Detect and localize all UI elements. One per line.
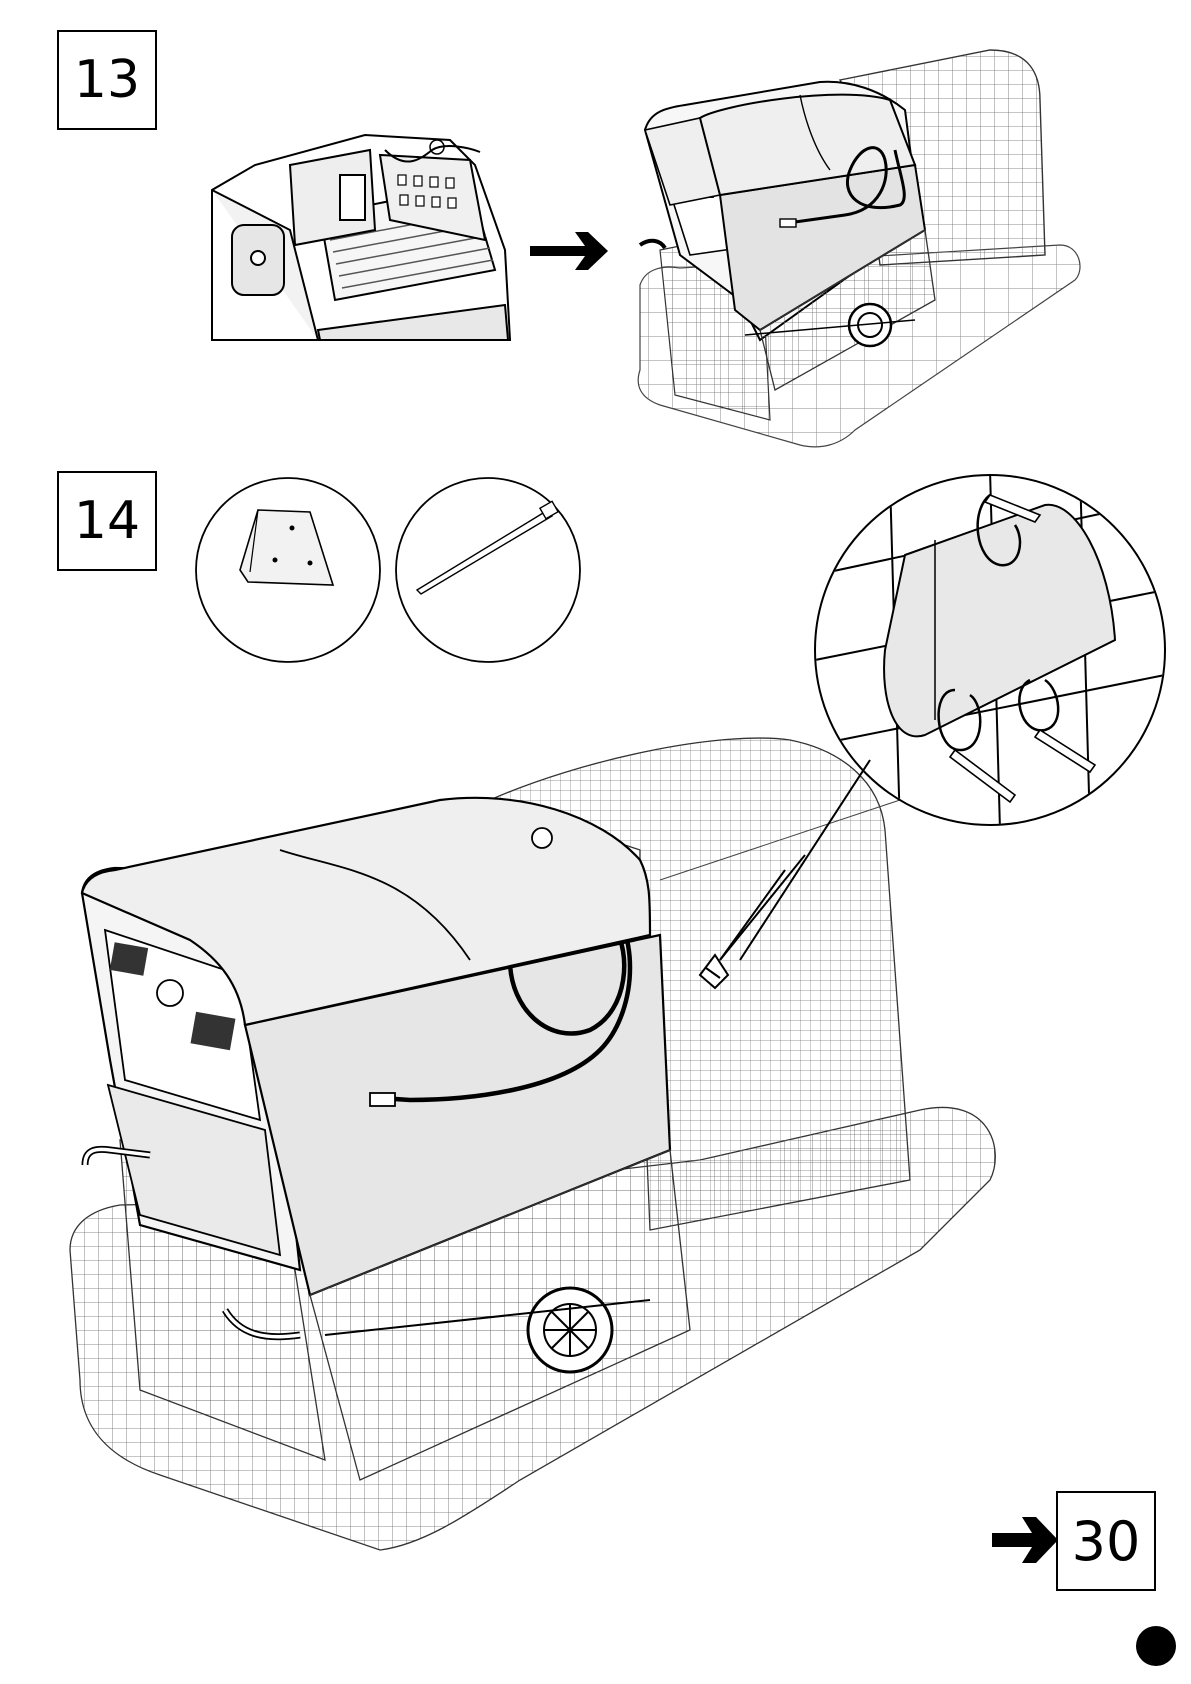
step14-main-coop-illustration — [70, 738, 995, 1550]
step14-bracket-part-illustration — [196, 478, 380, 662]
step13-closed-coop-illustration — [638, 50, 1080, 447]
next-page-arrow-icon — [990, 1515, 1060, 1565]
page-marker-dot — [1136, 1626, 1176, 1666]
right-arrow-icon — [530, 232, 608, 270]
step13-open-coop-illustration — [212, 135, 510, 340]
step14-cable-tie-part-illustration — [396, 478, 580, 662]
next-page-number: 30 — [1056, 1491, 1156, 1591]
